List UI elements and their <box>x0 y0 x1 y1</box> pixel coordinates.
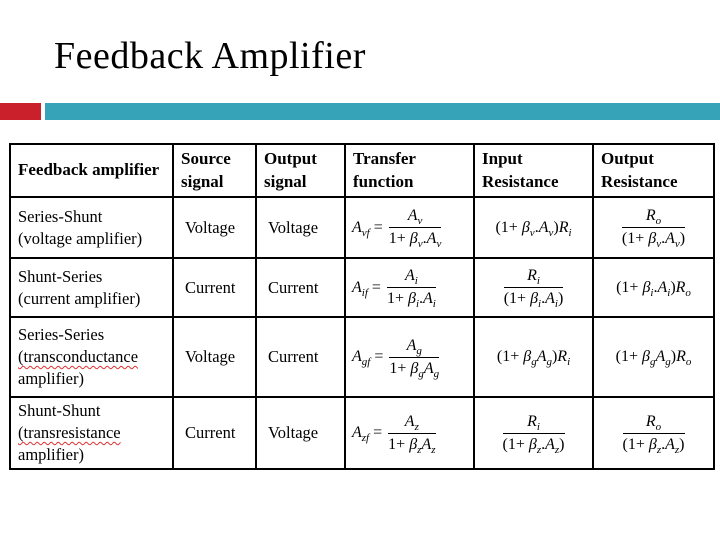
input-resistance-cell: (1+ βgAg)Ri <box>473 316 594 398</box>
table-header-row: Feedback amplifier Source signal Output … <box>9 143 715 198</box>
input-resistance-cell: Ri(1+ βi.Ai) <box>473 257 594 318</box>
source-signal-cell: Voltage <box>172 316 257 398</box>
input-resistance-cell: (1+ βv.Av)Ri <box>473 196 594 259</box>
column-header-transfer-function: Transfer function <box>344 143 475 198</box>
output-signal-cell: Voltage <box>255 196 346 259</box>
row-label-cell: Shunt-Series(current amplifier) <box>9 257 174 318</box>
output-signal-cell: Current <box>255 316 346 398</box>
column-header-feedback-amplifier: Feedback amplifier <box>9 143 174 198</box>
table-row: Shunt-Series(current amplifier) Current … <box>9 257 715 318</box>
feedback-amplifier-table: Feedback amplifier Source signal Output … <box>9 143 715 470</box>
output-resistance-cell: (1+ βi.Ai)Ro <box>592 257 715 318</box>
table-row: Series-Shunt(voltage amplifier) Voltage … <box>9 196 715 259</box>
accent-teal-bar <box>45 103 720 120</box>
output-resistance-cell: (1+ βgAg)Ro <box>592 316 715 398</box>
accent-red-block <box>0 103 41 120</box>
row-label-cell: Series-Shunt(voltage amplifier) <box>9 196 174 259</box>
column-header-output-resistance: Output Resistance <box>592 143 715 198</box>
output-resistance-cell: Ro(1+ βz.Az) <box>592 396 715 470</box>
source-signal-cell: Current <box>172 396 257 470</box>
column-header-source-signal: Source signal <box>172 143 257 198</box>
source-signal-cell: Current <box>172 257 257 318</box>
input-resistance-cell: Ri(1+ βz.Az) <box>473 396 594 470</box>
column-header-output-signal: Output signal <box>255 143 346 198</box>
output-resistance-cell: Ro(1+ βv.Av) <box>592 196 715 259</box>
output-signal-cell: Voltage <box>255 396 346 470</box>
column-header-input-resistance: Input Resistance <box>473 143 594 198</box>
source-signal-cell: Voltage <box>172 196 257 259</box>
page-title: Feedback Amplifier <box>54 35 366 77</box>
output-signal-cell: Current <box>255 257 346 318</box>
